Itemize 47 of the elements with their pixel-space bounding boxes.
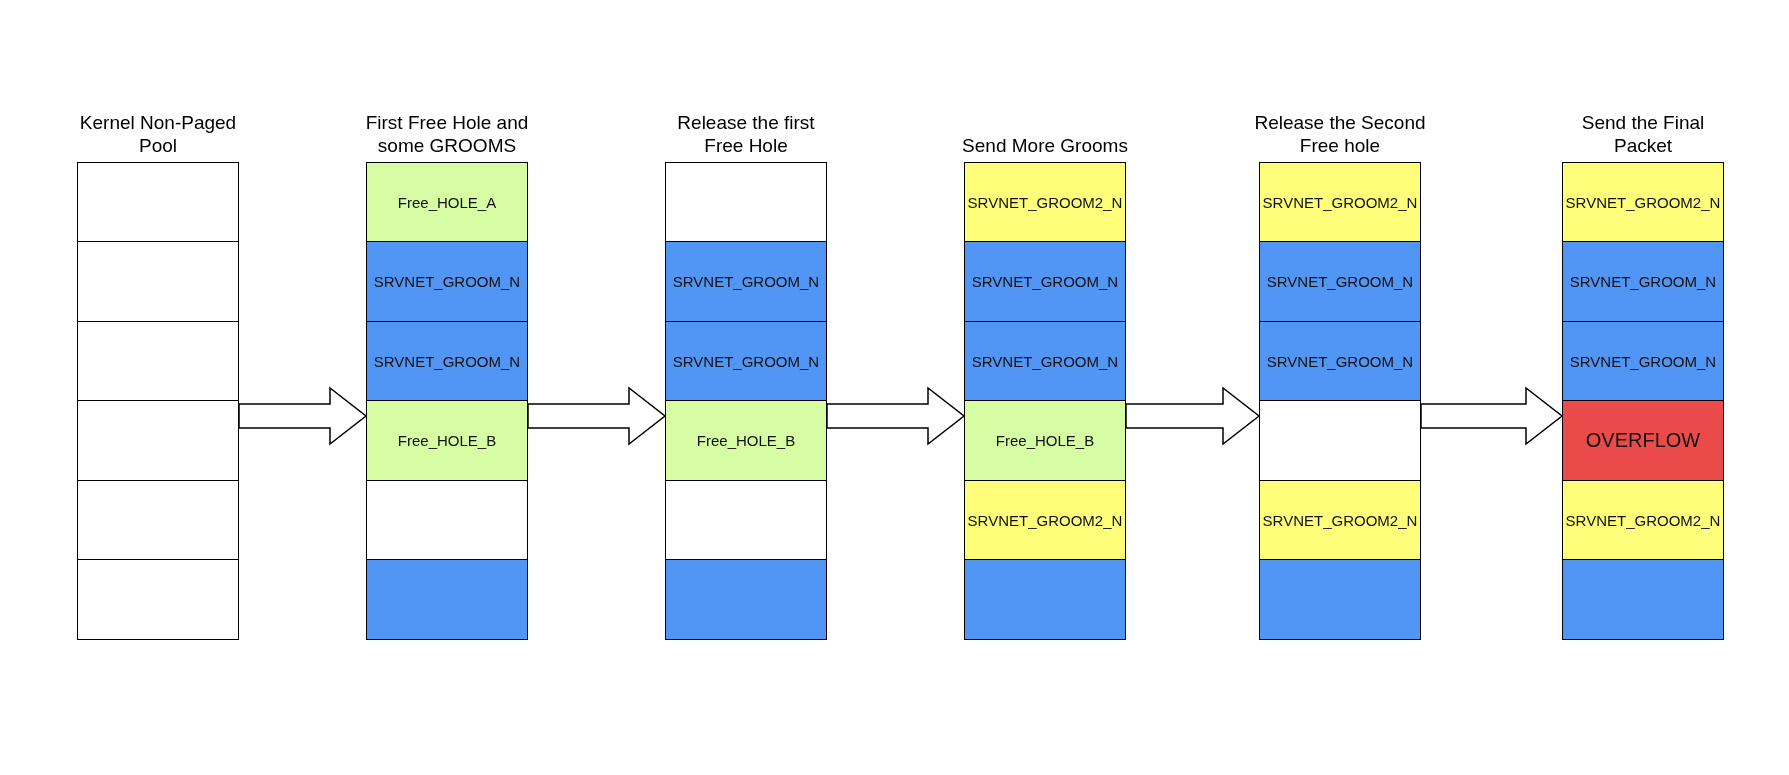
memory-block: [964, 559, 1126, 640]
column-heading: Send the Final Packet: [1580, 111, 1706, 157]
memory-block: SRVNET_GROOM2_N: [964, 161, 1126, 243]
memory-block: [665, 559, 827, 640]
memory-block: [77, 479, 239, 561]
memory-block: Free_HOLE_B: [665, 400, 827, 481]
memory-block: SRVNET_GROOM2_N: [1562, 161, 1724, 243]
memory-block: [77, 241, 239, 322]
memory-block: [1259, 400, 1421, 481]
block-arrow: [238, 386, 368, 446]
memory-block: OVERFLOW: [1562, 400, 1724, 481]
memory-block: Free_HOLE_B: [366, 400, 528, 481]
memory-block: SRVNET_GROOM_N: [665, 320, 827, 402]
memory-block: [77, 161, 239, 243]
block-arrow: [1420, 386, 1564, 446]
memory-block: [366, 559, 528, 640]
memory-block: SRVNET_GROOM_N: [1259, 320, 1421, 402]
memory-block: SRVNET_GROOM_N: [1562, 320, 1724, 402]
memory-block: [1562, 559, 1724, 640]
memory-block: [1259, 559, 1421, 640]
column-heading: Send More Grooms: [961, 134, 1129, 157]
memory-block: [366, 479, 528, 561]
memory-block: SRVNET_GROOM_N: [1562, 241, 1724, 322]
memory-block: [77, 320, 239, 402]
memory-block: SRVNET_GROOM2_N: [1259, 161, 1421, 243]
memory-block: [77, 559, 239, 640]
memory-block: [665, 479, 827, 561]
memory-block: [665, 161, 827, 243]
block-arrow: [1125, 386, 1261, 446]
column-heading: First Free Hole and some GROOMS: [364, 111, 530, 157]
memory-block: SRVNET_GROOM2_N: [1562, 479, 1724, 561]
memory-block: [77, 400, 239, 481]
block-arrow: [527, 386, 667, 446]
memory-block: SRVNET_GROOM_N: [665, 241, 827, 322]
memory-block: SRVNET_GROOM2_N: [964, 479, 1126, 561]
memory-block: SRVNET_GROOM_N: [964, 241, 1126, 322]
memory-block: Free_HOLE_A: [366, 161, 528, 243]
memory-block: SRVNET_GROOM2_N: [1259, 479, 1421, 561]
block-arrow: [826, 386, 966, 446]
memory-block: SRVNET_GROOM_N: [366, 320, 528, 402]
memory-block: SRVNET_GROOM_N: [1259, 241, 1421, 322]
memory-block: SRVNET_GROOM_N: [964, 320, 1126, 402]
memory-block: Free_HOLE_B: [964, 400, 1126, 481]
column-heading: Release the first Free Hole: [676, 111, 816, 157]
column-heading: Release the Second Free hole: [1254, 111, 1426, 157]
column-heading: Kernel Non-Paged Pool: [78, 111, 238, 157]
memory-block: SRVNET_GROOM_N: [366, 241, 528, 322]
